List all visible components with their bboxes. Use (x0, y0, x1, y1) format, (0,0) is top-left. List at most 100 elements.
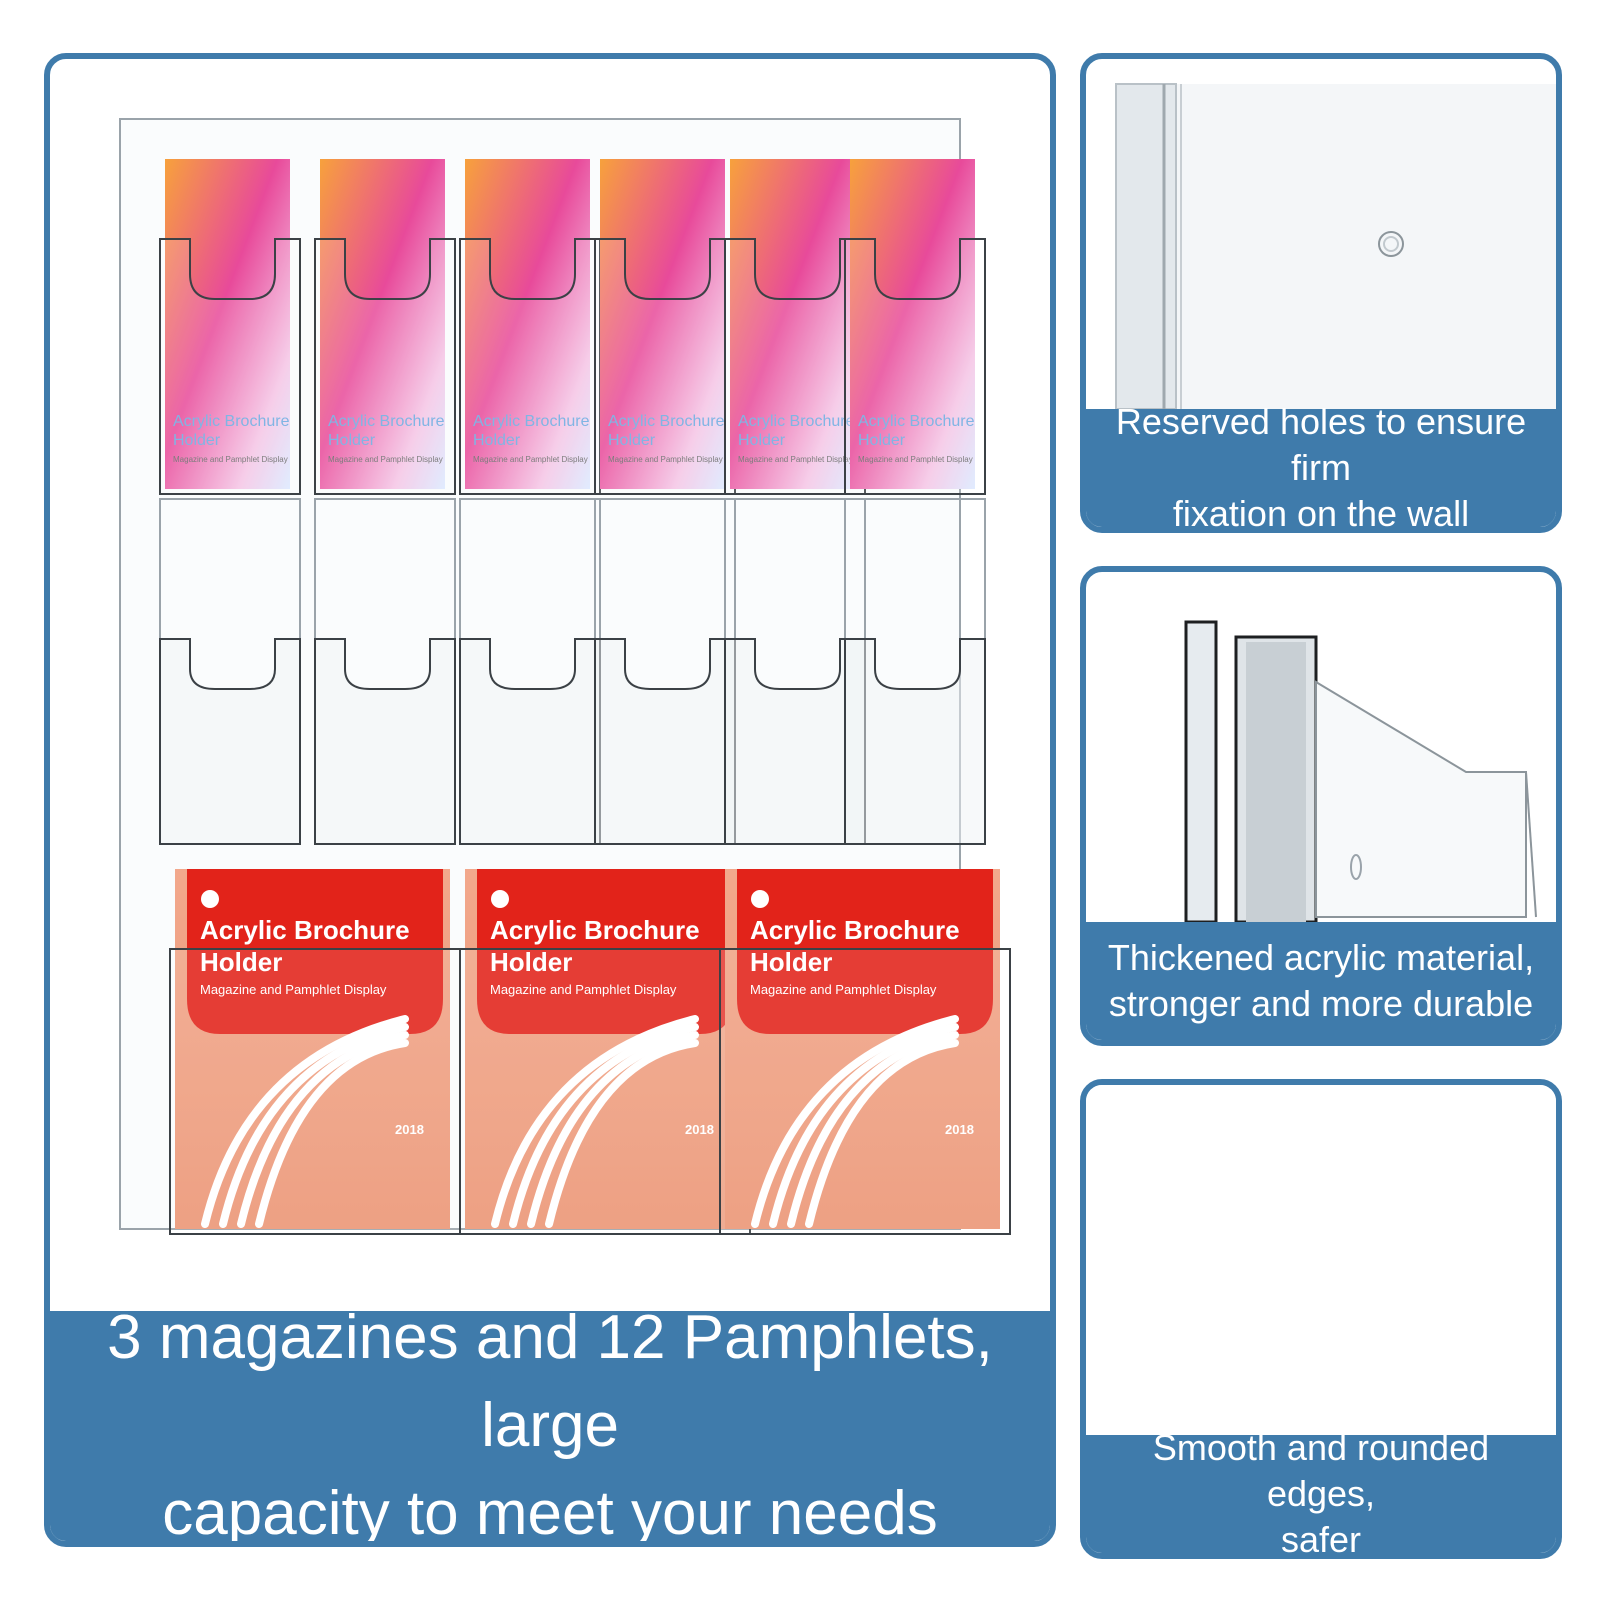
magazine-1: Acrylic BrochureHolderMagazine and Pamph… (169, 869, 461, 1235)
pamphlet-title-line2: Holder (858, 432, 906, 449)
pamphlet-pocket (459, 238, 601, 495)
pamphlet-pocket (594, 238, 736, 495)
feature-holes-line2: fixation on the wall (1172, 493, 1470, 533)
pamphlet-subtitle: Magazine and Pamphlet Display (608, 455, 723, 464)
magazine-red-banner (187, 869, 443, 1034)
magazine-swoosh (769, 1023, 959, 1228)
pamphlet-subtitle: Magazine and Pamphlet Display (858, 455, 973, 464)
magazine-pocket (719, 948, 1011, 1235)
magazine-logo (751, 890, 769, 908)
empty-pocket-1 (159, 498, 301, 845)
pamphlet-6: Acrylic BrochureHolderMagazine and Pamph… (844, 159, 986, 495)
pamphlet-pocket (724, 238, 866, 495)
rounded-edge-closeup (1086, 1085, 1556, 1435)
magazine-year: 2018 (395, 1122, 424, 1137)
magazine-year: 2018 (945, 1122, 974, 1137)
pamphlet-title-line1: Acrylic Brochure (328, 413, 445, 430)
magazine-logo (491, 890, 509, 908)
feature-panel-thickness: Thickened acrylic material, stronger and… (1080, 566, 1562, 1046)
magazine-swoosh (527, 1031, 699, 1228)
magazine-pocket (169, 948, 461, 1235)
pocket-front (459, 638, 601, 845)
pamphlet-pocket (844, 238, 986, 495)
pamphlet-4: Acrylic BrochureHolderMagazine and Pamph… (594, 159, 736, 495)
magazine-pocket (459, 948, 751, 1235)
main-product-panel: Acrylic BrochureHolderMagazine and Pamph… (44, 53, 1056, 1547)
feature-panel-holes: Reserved holes to ensure firm fixation o… (1080, 53, 1562, 533)
magazine-title-line1: Acrylic Brochure (750, 915, 960, 945)
pamphlet-title-line1: Acrylic Brochure (173, 413, 290, 430)
magazine-swoosh (201, 1015, 409, 1228)
magazine-swoosh (255, 1039, 409, 1228)
magazine-subtitle: Magazine and Pamphlet Display (490, 982, 677, 997)
pocket-front (314, 638, 456, 845)
magazine-subtitle: Magazine and Pamphlet Display (750, 982, 937, 997)
pamphlet-title-line1: Acrylic Brochure (608, 413, 725, 430)
magazine-swoosh (751, 1015, 959, 1228)
pamphlet-title-line1: Acrylic Brochure (473, 413, 590, 430)
pocket-front (724, 638, 866, 845)
magazine-swoosh (491, 1015, 699, 1228)
magazine-swoosh (805, 1039, 959, 1228)
pamphlet-title-line2: Holder (608, 432, 656, 449)
feature-edges-line2: safer (1280, 1519, 1362, 1559)
magazine-year: 2018 (685, 1122, 714, 1137)
main-caption: 3 magazines and 12 Pamphlets, large capa… (50, 1303, 1050, 1541)
feature-thickness-line1: Thickened acrylic material, (1107, 937, 1535, 978)
pamphlet-title-line2: Holder (173, 432, 221, 449)
pamphlet-5: Acrylic BrochureHolderMagazine and Pamph… (724, 159, 866, 495)
pamphlet-cover-art (165, 159, 290, 489)
pamphlet-subtitle: Magazine and Pamphlet Display (328, 455, 443, 464)
pamphlet-pocket (159, 238, 301, 495)
feature-panel-edges: Smooth and rounded edges, safer (1080, 1079, 1562, 1559)
magazine-title-line1: Acrylic Brochure (490, 915, 700, 945)
magazine-swoosh (787, 1031, 959, 1228)
mounting-hole-closeup (1115, 83, 1556, 409)
empty-pocket-2 (314, 498, 456, 845)
pamphlet-2: Acrylic BrochureHolderMagazine and Pamph… (314, 159, 456, 495)
pamphlet-title-line2: Holder (328, 432, 376, 449)
feature-holes-line1: Reserved holes to ensure firm (1115, 401, 1527, 488)
magazine-row: Acrylic BrochureHolderMagazine and Pamph… (169, 869, 1011, 1235)
magazine-3: Acrylic BrochureHolderMagazine and Pamph… (719, 869, 1011, 1235)
magazine-title-line2: Holder (750, 947, 832, 977)
pocket-front (159, 638, 301, 845)
pamphlet-title-line2: Holder (738, 432, 786, 449)
magazine-swoosh (509, 1023, 699, 1228)
pamphlet-cover-art (600, 159, 725, 489)
brochure-holder-illustration: Acrylic BrochureHolderMagazine and Pamph… (119, 118, 1011, 1235)
magazine-subtitle: Magazine and Pamphlet Display (200, 982, 387, 997)
magazine-title-line1: Acrylic Brochure (200, 915, 410, 945)
empty-pocket-6 (844, 498, 986, 845)
magazine-swoosh (545, 1039, 699, 1228)
pamphlet-row-middle (159, 498, 986, 845)
magazine-logo (201, 890, 219, 908)
pamphlet-row-top: Acrylic BrochureHolderMagazine and Pamph… (159, 159, 986, 495)
pamphlet-cover-art (730, 159, 855, 489)
main-caption-line2: capacity to meet your needs (162, 1479, 938, 1547)
pamphlet-title-line1: Acrylic Brochure (738, 413, 855, 430)
pamphlet-3: Acrylic BrochureHolderMagazine and Pamph… (459, 159, 601, 495)
magazine-swoosh (237, 1031, 409, 1228)
pocket-front (594, 638, 736, 845)
feature-thickness-line2: stronger and more durable (1108, 983, 1534, 1024)
main-caption-line1: 3 magazines and 12 Pamphlets, large (107, 1303, 993, 1460)
acrylic-edge-closeup (1184, 620, 1537, 922)
pamphlet-1: Acrylic BrochureHolderMagazine and Pamph… (159, 159, 301, 495)
pamphlet-pocket (314, 238, 456, 495)
feature-caption-holes: Reserved holes to ensure firm fixation o… (1086, 401, 1556, 527)
pamphlet-cover-art (320, 159, 445, 489)
pamphlet-cover-art (850, 159, 975, 489)
pamphlet-subtitle: Magazine and Pamphlet Display (173, 455, 288, 464)
feature-edges-line1: Smooth and rounded edges, (1152, 1427, 1490, 1514)
pamphlet-title-line2: Holder (473, 432, 521, 449)
pamphlet-subtitle: Magazine and Pamphlet Display (473, 455, 588, 464)
pamphlet-title-line1: Acrylic Brochure (858, 413, 975, 430)
magazine-red-banner (477, 869, 733, 1034)
pocket-front (844, 638, 986, 845)
magazine-swoosh (219, 1023, 409, 1228)
feature-caption-edges: Smooth and rounded edges, safer (1086, 1427, 1556, 1553)
pamphlet-subtitle: Magazine and Pamphlet Display (738, 455, 853, 464)
pamphlet-cover-art (465, 159, 590, 489)
magazine-title-line2: Holder (490, 947, 572, 977)
